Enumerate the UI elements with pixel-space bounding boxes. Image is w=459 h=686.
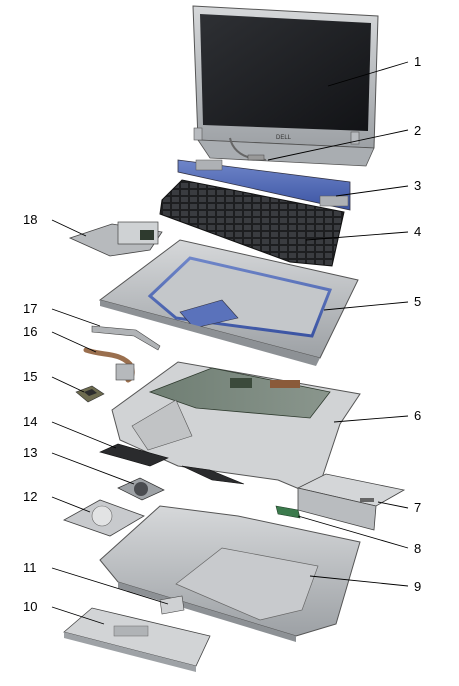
- support-bracket: [91, 325, 161, 351]
- leader-line-7: [377, 501, 409, 509]
- interface-board: [275, 505, 301, 519]
- callout-11: 11: [23, 560, 37, 575]
- callout-10: 10: [23, 599, 37, 614]
- callout-14: 14: [23, 414, 37, 429]
- leader-line-13: [51, 452, 135, 485]
- leader-line-6: [333, 415, 409, 423]
- leader-line-5: [323, 301, 409, 311]
- callout-8: 8: [414, 541, 421, 556]
- leader-line-4: [305, 231, 409, 241]
- optical-drive: [296, 473, 406, 531]
- callout-5: 5: [414, 294, 421, 309]
- leader-line-10: [51, 606, 105, 625]
- callout-3: 3: [414, 178, 421, 193]
- leader-line-14: [51, 421, 117, 449]
- leader-line-18: [51, 219, 87, 237]
- leader-line-9: [309, 575, 409, 587]
- leader-line-12: [51, 496, 91, 513]
- display-cable: [229, 137, 267, 161]
- callout-18: 18: [23, 212, 37, 227]
- leader-line-15: [51, 376, 85, 393]
- leader-line-17: [51, 308, 101, 327]
- leader-lines: [51, 61, 409, 625]
- heat-pipe: [83, 347, 135, 383]
- callout-15: 15: [23, 369, 37, 384]
- leader-line-8: [297, 515, 409, 549]
- leader-line-16: [51, 331, 97, 353]
- callout-6: 6: [414, 408, 421, 423]
- hard-drive: [63, 499, 145, 537]
- callout-13: 13: [23, 445, 37, 460]
- leader-line-2: [267, 129, 409, 161]
- cooling-fan: [117, 477, 165, 501]
- palm-rest: [98, 239, 359, 366]
- keyboard: [159, 179, 345, 267]
- callout-labels: 1 2 3 4 5 6 7 8 9 10 11 12 13 14 15 16 1…: [23, 54, 421, 614]
- callout-7: 7: [414, 500, 421, 515]
- hinge-cover: [177, 159, 351, 211]
- processor: [75, 385, 105, 403]
- leader-line-1: [327, 61, 409, 87]
- callout-1: 1: [414, 54, 421, 69]
- modem-card-assembly: [68, 221, 163, 257]
- memory-module: [159, 595, 185, 615]
- callout-4: 4: [414, 224, 421, 239]
- leader-line-11: [51, 567, 169, 605]
- callout-2: 2: [414, 123, 421, 138]
- leader-line-3: [335, 185, 409, 197]
- callout-9: 9: [414, 579, 421, 594]
- system-board: [111, 361, 361, 497]
- battery: [63, 607, 211, 672]
- callout-12: 12: [23, 489, 37, 504]
- callout-17: 17: [23, 301, 37, 316]
- display-brand-logo: DELL: [276, 135, 292, 141]
- base-assembly: [99, 505, 361, 642]
- callout-16: 16: [23, 324, 37, 339]
